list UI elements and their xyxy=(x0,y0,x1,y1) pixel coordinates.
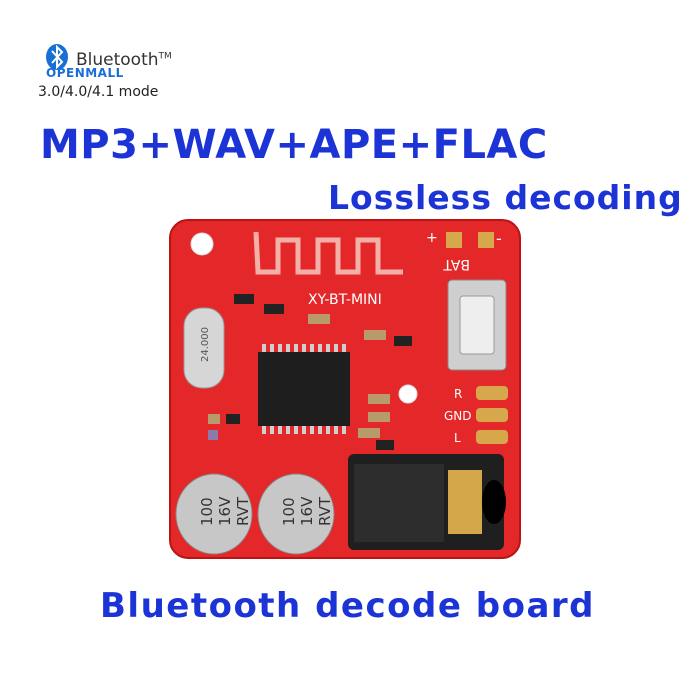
capacitor: 100 16V RVT xyxy=(257,473,335,555)
left-channel-label: L xyxy=(454,431,461,445)
right-channel-label: R xyxy=(454,387,462,401)
brand-logo: BluetoothTM OPENMALL 3.0/4.0/4.1 mode xyxy=(36,40,236,110)
decoder-board-photo: + - BAT XY-BT-MINI 24.000 R GND L 100 16… xyxy=(169,219,521,559)
shop-watermark: OPENMALL xyxy=(46,66,124,80)
svg-text:RVT: RVT xyxy=(234,496,252,526)
svg-text:16V: 16V xyxy=(216,496,234,526)
battery-label: BAT xyxy=(443,256,470,272)
mount-hole xyxy=(398,384,418,404)
chip-pins xyxy=(262,344,346,434)
product-caption: Bluetooth decode board xyxy=(100,586,595,626)
battery-pad xyxy=(478,232,494,248)
format-headline: MP3+WAV+APE+FLAC xyxy=(40,122,548,168)
antenna-trace xyxy=(253,231,403,275)
svg-text:100: 100 xyxy=(198,497,216,526)
ground-label: GND xyxy=(444,409,472,423)
svg-text:RVT: RVT xyxy=(316,496,334,526)
bluetooth-modes: 3.0/4.0/4.1 mode xyxy=(38,84,159,100)
decoder-chip xyxy=(258,352,350,426)
lossless-subhead: Lossless decoding xyxy=(328,178,683,217)
plus-label: + xyxy=(426,230,438,246)
smd-components xyxy=(208,294,412,450)
minus-label: - xyxy=(496,229,502,248)
bluetooth-brand-text: BluetoothTM xyxy=(76,50,172,70)
crystal-label: 24.000 xyxy=(200,327,211,362)
crystal-oscillator xyxy=(183,307,225,389)
model-label: XY-BT-MINI xyxy=(308,292,382,308)
mount-hole xyxy=(190,232,214,256)
svg-text:16V: 16V xyxy=(298,496,316,526)
battery-pad xyxy=(446,232,462,248)
capacitor: 100 16V RVT xyxy=(175,473,253,555)
output-pads xyxy=(476,386,508,444)
bluetooth-icon xyxy=(46,44,68,70)
svg-text:100: 100 xyxy=(280,497,298,526)
